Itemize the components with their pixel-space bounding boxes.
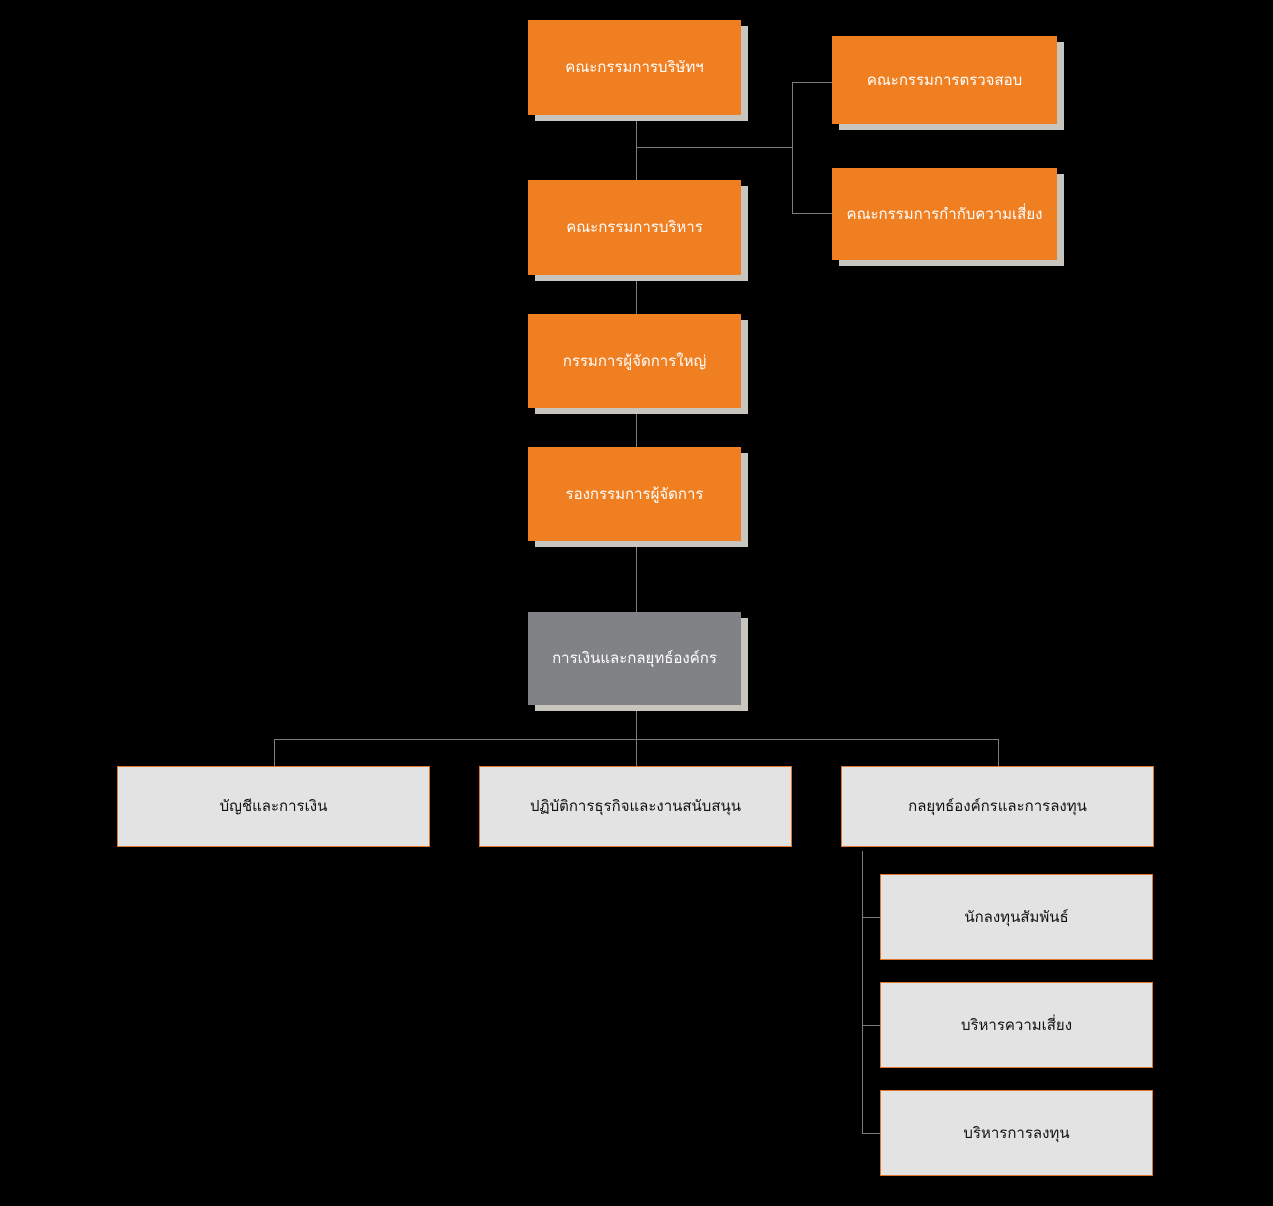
node-president[interactable]: กรรมการผู้จัดการใหญ่ — [528, 314, 741, 408]
node-deputy-managing-director[interactable]: รองกรรมการผู้จัดการ — [528, 447, 741, 541]
node-accounting-and-finance[interactable]: บัญชีและการเงิน — [117, 766, 430, 847]
node-corporate-strategy-and-investment[interactable]: กลยุทธ์องค์กรและการลงทุน — [841, 766, 1154, 847]
node-label-board-of-directors: คณะกรรมการบริษัทฯ — [565, 58, 704, 77]
connector-to-audit-committee — [792, 82, 834, 83]
connector-to-investor-relations — [862, 917, 881, 918]
node-risk-oversight-committee[interactable]: คณะกรรมการกำกับความเสี่ยง — [832, 168, 1057, 260]
node-finance-and-corporate-strategy[interactable]: การเงินและกลยุทธ์องค์กร — [528, 612, 741, 705]
node-label-executive-committee: คณะกรรมการบริหาร — [566, 218, 703, 237]
node-board-of-directors[interactable]: คณะกรรมการบริษัทฯ — [528, 20, 741, 115]
node-business-operations-and-support[interactable]: ปฏิบัติการธุรกิจและงานสนับสนุน — [479, 766, 792, 847]
node-audit-committee[interactable]: คณะกรรมการตรวจสอบ — [832, 36, 1057, 124]
node-label-business-operations-and-support: ปฏิบัติการธุรกิจและงานสนับสนุน — [529, 797, 741, 816]
node-label-deputy-managing-director: รองกรรมการผู้จัดการ — [565, 484, 704, 503]
node-label-accounting-and-finance: บัญชีและการเงิน — [219, 797, 328, 816]
connector-strategy-sub-spine — [862, 851, 863, 1134]
node-label-finance-and-corporate-strategy: การเงินและกลยุทธ์องค์กร — [552, 649, 717, 668]
connector-president-to-deputy — [636, 413, 637, 448]
node-label-investment-management: บริหารการลงทุน — [963, 1123, 1070, 1142]
connector-drop-strategy — [998, 739, 999, 767]
node-label-president: กรรมการผู้จัดการใหญ่ — [562, 351, 707, 370]
node-label-corporate-strategy-and-investment: กลยุทธ์องค์กรและการลงทุน — [908, 797, 1087, 816]
connector-to-risk-committee — [792, 213, 834, 214]
node-label-risk-oversight-committee: คณะกรรมการกำกับความเสี่ยง — [846, 204, 1043, 223]
connector-board-down — [636, 120, 637, 184]
node-label-risk-management: บริหารความเสี่ยง — [960, 1015, 1073, 1034]
connector-deputy-to-finance — [636, 546, 637, 612]
connector-to-risk-management — [862, 1025, 881, 1026]
connector-board-to-committees — [636, 147, 793, 148]
connector-drop-operations — [636, 739, 637, 767]
node-executive-committee[interactable]: คณะกรรมการบริหาร — [528, 180, 741, 275]
connector-committees-spine — [792, 82, 793, 214]
connector-finance-down — [636, 710, 637, 740]
node-risk-management[interactable]: บริหารความเสี่ยง — [880, 982, 1153, 1068]
connector-drop-accounting — [274, 739, 275, 767]
node-investor-relations[interactable]: นักลงทุนสัมพันธ์ — [880, 874, 1153, 960]
node-label-investor-relations: นักลงทุนสัมพันธ์ — [964, 907, 1069, 926]
node-label-audit-committee: คณะกรรมการตรวจสอบ — [866, 70, 1023, 89]
node-investment-management[interactable]: บริหารการลงทุน — [880, 1090, 1153, 1176]
connector-exec-to-president — [636, 280, 637, 315]
connector-to-investment-management — [862, 1133, 881, 1134]
